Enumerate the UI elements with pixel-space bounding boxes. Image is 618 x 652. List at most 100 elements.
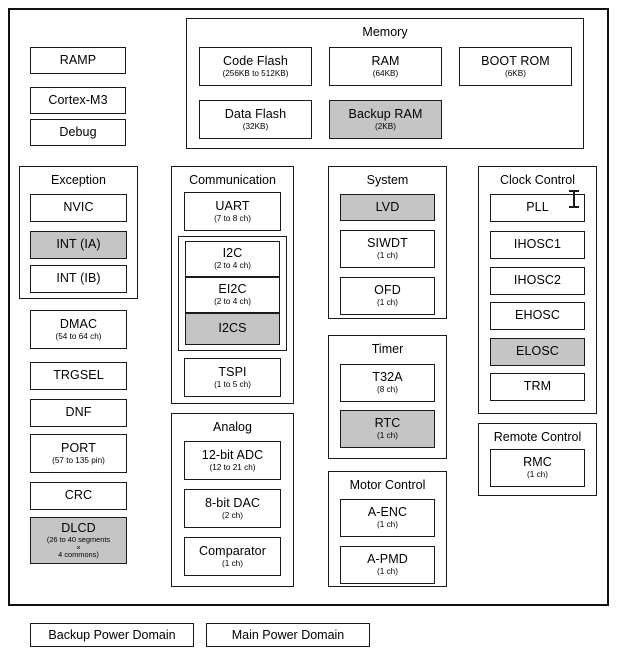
- block-crc[interactable]: CRC: [30, 482, 127, 510]
- legend-label: Main Power Domain: [231, 628, 345, 642]
- block-t32a[interactable]: T32A (8 ch): [340, 364, 435, 402]
- block-a-enc[interactable]: A-ENC (1 ch): [340, 499, 435, 537]
- block-sublabel: (64KB): [372, 68, 399, 78]
- block-sublabel: (2KB): [375, 121, 396, 131]
- legend-label: Backup Power Domain: [48, 628, 176, 642]
- block-sublabel: (54 to 64 ch): [55, 331, 102, 341]
- block-pll[interactable]: PLL: [490, 194, 585, 222]
- block-i2c[interactable]: I2C (2 to 4 ch): [185, 241, 280, 277]
- block-trm[interactable]: TRM: [490, 373, 585, 401]
- block-port[interactable]: PORT (57 to 135 pin): [30, 434, 127, 473]
- block-uart[interactable]: UART (7 to 8 ch): [184, 192, 281, 231]
- block-lvd[interactable]: LVD: [340, 194, 435, 221]
- block-boot-rom[interactable]: BOOT ROM (6KB): [459, 47, 572, 86]
- block-elosc[interactable]: ELOSC: [490, 338, 585, 366]
- block-label: OFD: [374, 283, 401, 298]
- block-dlcd[interactable]: DLCD (26 to 40 segments × 4 commons): [30, 517, 127, 564]
- block-label: DLCD: [61, 520, 96, 535]
- block-sublabel: (1 ch): [222, 558, 243, 568]
- block-label: ELOSC: [516, 344, 559, 359]
- group-title-communication: Communication: [189, 173, 276, 187]
- block-ofd[interactable]: OFD (1 ch): [340, 277, 435, 315]
- group-title-exception: Exception: [51, 173, 106, 187]
- block-sublabel: (6KB): [505, 68, 526, 78]
- block-label: CRC: [64, 488, 93, 503]
- block-sublabel: (1 ch): [377, 251, 398, 261]
- legend-backup-power-domain: Backup Power Domain: [30, 623, 194, 647]
- block-sublabel: (7 to 8 ch): [214, 213, 251, 223]
- block-sublabel: (57 to 135 pin): [52, 455, 105, 465]
- block-int-ia[interactable]: INT (IA): [30, 231, 127, 259]
- block-rmc[interactable]: RMC (1 ch): [490, 449, 585, 487]
- block-sublabel: (8 ch): [377, 385, 398, 395]
- block-tspi[interactable]: TSPI (1 to 5 ch): [184, 358, 281, 397]
- block-label: 12-bit ADC: [201, 447, 264, 462]
- block-label: RTC: [374, 416, 401, 431]
- block-rtc[interactable]: RTC (1 ch): [340, 410, 435, 448]
- block-a-pmd[interactable]: A-PMD (1 ch): [340, 546, 435, 584]
- block-cortex-m3[interactable]: Cortex-M3: [30, 87, 126, 114]
- block-sublabel: (2 to 4 ch): [214, 297, 251, 307]
- block-sublabel: (1 ch): [527, 470, 548, 480]
- block-label: EHOSC: [515, 308, 560, 323]
- block-trgsel[interactable]: TRGSEL: [30, 362, 127, 390]
- block-label: Cortex-M3: [48, 92, 108, 107]
- block-12bit-adc[interactable]: 12-bit ADC (12 to 21 ch): [184, 441, 281, 480]
- group-title-motor-control: Motor Control: [349, 478, 426, 492]
- block-i2cs[interactable]: I2CS: [185, 313, 280, 345]
- block-data-flash[interactable]: Data Flash (32KB): [199, 100, 312, 139]
- block-label: Backup RAM: [348, 106, 423, 121]
- group-title-system: System: [366, 173, 409, 187]
- block-sublabel: (1 ch): [377, 431, 398, 441]
- block-label: Debug: [59, 124, 97, 139]
- block-label: EI2C: [218, 282, 247, 297]
- block-sublabel: (1 ch): [377, 298, 398, 308]
- block-siwdt[interactable]: SIWDT (1 ch): [340, 230, 435, 268]
- block-nvic[interactable]: NVIC: [30, 194, 127, 222]
- block-sublabel: (256KB to 512KB): [222, 68, 289, 78]
- block-label: PLL: [526, 200, 549, 215]
- block-sublabel: (1 ch): [377, 567, 398, 577]
- block-label: RAMP: [59, 52, 97, 67]
- block-label: IHOSC1: [513, 237, 562, 252]
- group-title-memory: Memory: [362, 25, 408, 39]
- block-label: DNF: [65, 405, 92, 420]
- block-label: INT (IB): [56, 271, 101, 286]
- group-title-remote-control: Remote Control: [493, 430, 582, 444]
- block-dmac[interactable]: DMAC (54 to 64 ch): [30, 310, 127, 349]
- block-sublabel-2: 4 commons): [58, 550, 99, 560]
- block-sublabel: (12 to 21 ch): [209, 462, 256, 472]
- block-dnf[interactable]: DNF: [30, 399, 127, 427]
- group-title-clock-control: Clock Control: [499, 173, 576, 187]
- block-sublabel: (32KB): [242, 121, 269, 131]
- block-label: NVIC: [63, 200, 94, 215]
- block-sublabel: (1 to 5 ch): [214, 379, 251, 389]
- block-label: LVD: [375, 199, 400, 214]
- block-debug[interactable]: Debug: [30, 119, 126, 146]
- block-label: T32A: [372, 370, 403, 385]
- block-label: Code Flash: [223, 53, 288, 68]
- group-title-analog: Analog: [213, 420, 252, 434]
- legend-main-power-domain: Main Power Domain: [206, 623, 370, 647]
- block-label: IHOSC2: [513, 273, 562, 288]
- block-label: TRGSEL: [53, 368, 104, 383]
- block-label: PORT: [61, 440, 96, 455]
- block-ramp[interactable]: RAMP: [30, 47, 126, 74]
- block-8bit-dac[interactable]: 8-bit DAC (2 ch): [184, 489, 281, 528]
- block-label: UART: [215, 198, 250, 213]
- block-code-flash[interactable]: Code Flash (256KB to 512KB): [199, 47, 312, 86]
- block-label: SIWDT: [367, 236, 408, 251]
- group-title-timer: Timer: [371, 342, 404, 356]
- block-ihosc2[interactable]: IHOSC2: [490, 267, 585, 295]
- block-ehosc[interactable]: EHOSC: [490, 302, 585, 330]
- block-sublabel: (2 to 4 ch): [214, 261, 251, 271]
- block-label: A-PMD: [367, 552, 408, 567]
- block-ei2c[interactable]: EI2C (2 to 4 ch): [185, 277, 280, 313]
- block-backup-ram[interactable]: Backup RAM (2KB): [329, 100, 442, 139]
- block-ihosc1[interactable]: IHOSC1: [490, 231, 585, 259]
- block-label: Data Flash: [224, 106, 287, 121]
- block-int-ib[interactable]: INT (IB): [30, 265, 127, 293]
- block-comparator[interactable]: Comparator (1 ch): [184, 537, 281, 576]
- block-label: RAM: [371, 53, 400, 68]
- block-ram[interactable]: RAM (64KB): [329, 47, 442, 86]
